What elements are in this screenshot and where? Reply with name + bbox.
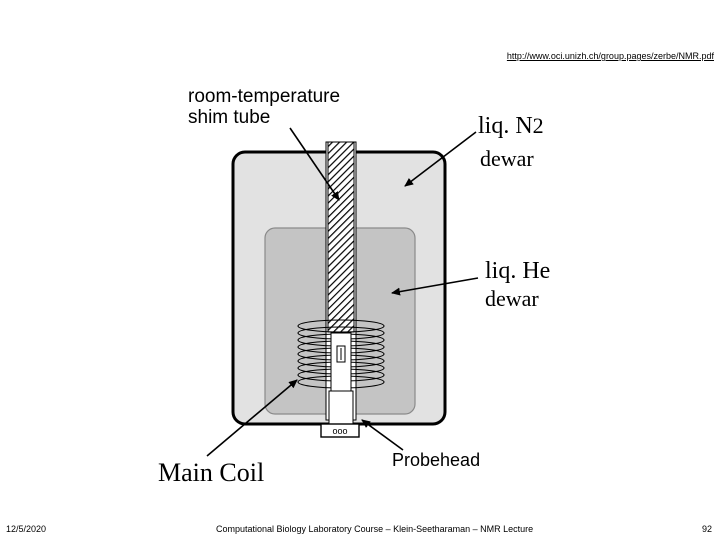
footer-course-title: Computational Biology Laboratory Course … (216, 524, 534, 534)
shim-tube-label-line2: shim tube (188, 107, 270, 128)
footer-date: 12/5/2020 (6, 524, 47, 534)
shim-tube-arrow (289, 127, 340, 201)
probehead-arrow (361, 419, 404, 451)
n2-subscript: 2 (533, 113, 544, 138)
footer-page-number: 92 (701, 524, 712, 534)
shim-tube-label-line1: room-temperature (188, 86, 340, 107)
shim-tube (327, 141, 355, 333)
probe-plug-label: ooo (332, 426, 347, 436)
main-coil-label: Main Coil (158, 458, 264, 487)
he-dewar-arrow (391, 277, 479, 296)
source-url-link[interactable]: http://www.oci.unizh.ch/group.pages/zerb… (506, 51, 714, 61)
he-dewar-label-line1: liq. He (485, 258, 550, 284)
main-coil-arrow (206, 379, 298, 457)
n2-dewar-label-line1: liq. N2 (478, 113, 544, 139)
n2-dewar-arrow (404, 131, 477, 187)
pointer-arrows (206, 127, 479, 457)
probehead-insert (328, 332, 354, 426)
he-dewar-label-line2: dewar (485, 286, 539, 311)
n2-dewar-label-line2: dewar (480, 146, 534, 171)
probe-plug (320, 423, 360, 438)
probehead-label: Probehead (392, 450, 480, 470)
